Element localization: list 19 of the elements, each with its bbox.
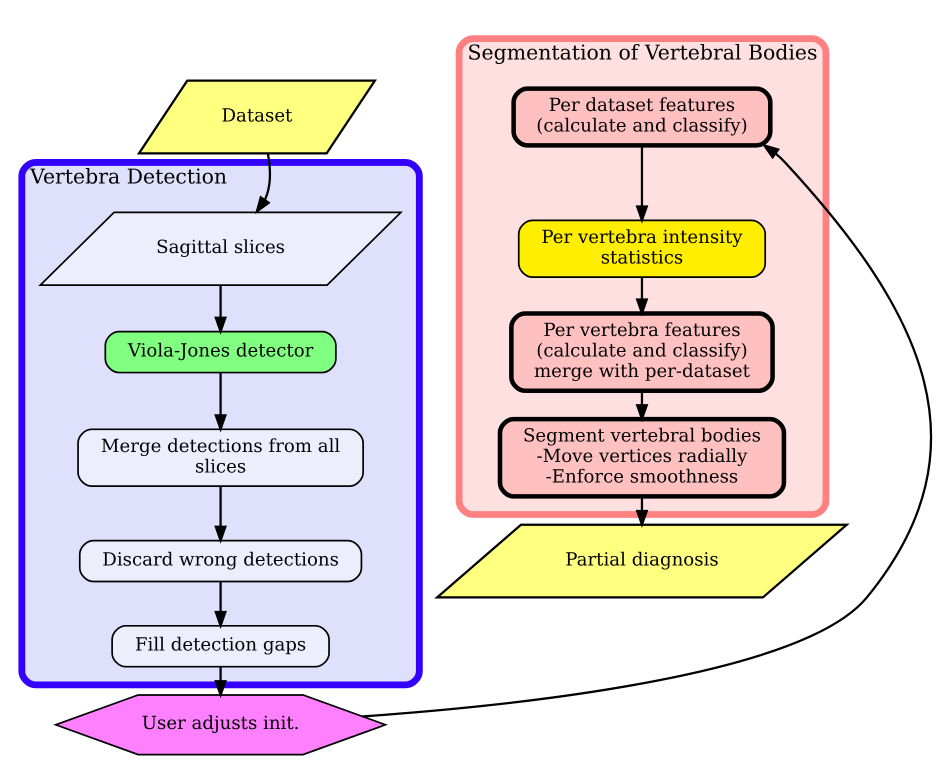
node-box: Merge detections from all slices — [77, 428, 364, 486]
node-box: Per vertebra intensity statistics — [518, 219, 766, 278]
node-box: Discard wrong detections — [78, 539, 362, 582]
arrow — [214, 284, 227, 334]
node-box: Fill detection gaps — [111, 624, 330, 668]
arrow — [214, 581, 227, 629]
arrow — [362, 142, 932, 718]
arrow — [636, 496, 648, 528]
arrow — [636, 390, 648, 422]
node-box: Per vertebra features (calculate and classify) merge with per-dataset — [509, 310, 775, 392]
arrow — [214, 666, 227, 698]
arrow — [636, 145, 648, 224]
arrow — [214, 372, 227, 432]
node-box: Segment vertebral bodies -Move vertices radially -Enforce smoothness — [498, 416, 786, 498]
arrow — [254, 153, 272, 214]
node-box: Per dataset features (calculate and classify) — [511, 86, 773, 148]
node-box: Viola-Jones detector — [104, 330, 337, 373]
arrow — [214, 486, 227, 544]
arrow — [636, 277, 648, 316]
